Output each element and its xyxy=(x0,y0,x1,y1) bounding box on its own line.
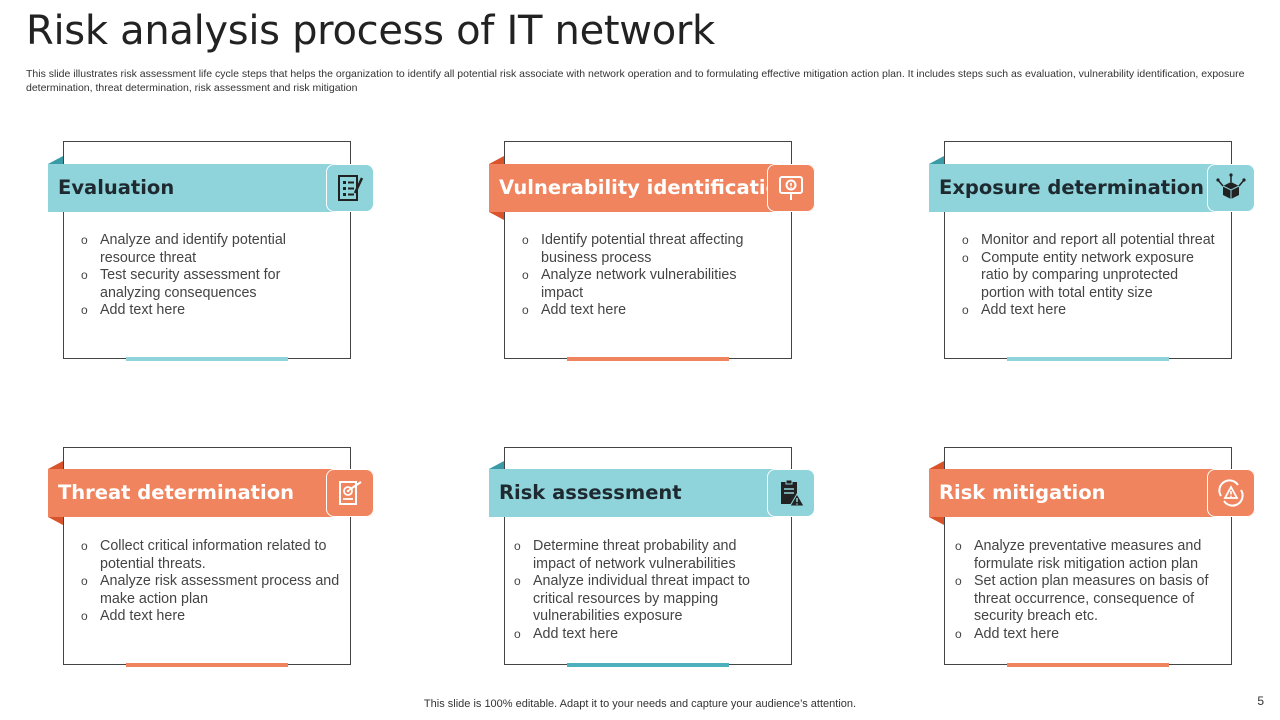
list-item: Determine threat probability and impact … xyxy=(514,538,782,573)
list-item: Analyze preventative measures and formul… xyxy=(955,538,1223,573)
risk-assessment-header: Risk assessment xyxy=(489,461,815,517)
slide-title: Risk analysis process of IT network xyxy=(26,8,715,54)
list-item: Set action plan measures on basis of thr… xyxy=(955,573,1223,626)
list-item: Analyze network vulnerabilities impact xyxy=(522,267,782,302)
evaluation-title: Evaluation xyxy=(58,176,175,199)
cube-network-icon xyxy=(1207,164,1255,212)
list-item: Analyze individual threat impact to crit… xyxy=(514,573,782,626)
band-fold xyxy=(929,156,944,164)
band-fold xyxy=(48,156,63,164)
card-accent-line xyxy=(567,663,729,667)
list-item: Add text here xyxy=(955,626,1223,644)
list-item: Identify potential threat affecting busi… xyxy=(522,232,782,267)
list-item: Compute entity network exposure ratio by… xyxy=(962,250,1224,303)
vulnerability-identification-title: Vulnerability identification xyxy=(499,176,793,199)
list-item: Add text here xyxy=(522,302,782,320)
list-item: Analyze risk assessment process and make… xyxy=(81,573,341,608)
vulnerability-identification-bullets: Identify potential threat affecting busi… xyxy=(522,232,782,320)
alert-sign-icon xyxy=(767,164,815,212)
evaluation-bullets: Analyze and identify potential resource … xyxy=(81,232,341,320)
list-item: Collect critical information related to … xyxy=(81,538,341,573)
exposure-determination-title: Exposure determination xyxy=(939,176,1205,199)
vulnerability-identification-header: Vulnerability identification xyxy=(489,156,815,220)
card-accent-line xyxy=(1007,357,1169,361)
warning-cycle-icon xyxy=(1207,469,1255,517)
band-fold xyxy=(489,461,504,469)
risk-assessment-title: Risk assessment xyxy=(499,481,682,504)
band-fold xyxy=(48,461,63,469)
threat-determination-title: Threat determination xyxy=(58,481,294,504)
card-accent-line xyxy=(126,357,288,361)
list-item: Add text here xyxy=(514,626,782,644)
slide-footer: This slide is 100% editable. Adapt it to… xyxy=(423,698,857,710)
list-item: Analyze and identify potential resource … xyxy=(81,232,341,267)
clipboard-warning-icon xyxy=(767,469,815,517)
risk-mitigation-title: Risk mitigation xyxy=(939,481,1106,504)
list-item: Monitor and report all potential threat xyxy=(962,232,1224,250)
checklist-icon xyxy=(326,164,374,212)
band-fold xyxy=(489,212,504,220)
list-item: Add text here xyxy=(962,302,1224,320)
card-accent-line xyxy=(126,663,288,667)
card-accent-line xyxy=(567,357,729,361)
risk-mitigation-header: Risk mitigation xyxy=(929,461,1255,525)
risk-assessment-bullets: Determine threat probability and impact … xyxy=(514,538,782,644)
slide-subtitle: This slide illustrates risk assessment l… xyxy=(26,68,1245,94)
band-fold xyxy=(48,517,63,525)
exposure-determination-header: Exposure determination xyxy=(929,156,1255,212)
threat-determination-bullets: Collect critical information related to … xyxy=(81,538,341,626)
page-number: 5 xyxy=(1257,694,1264,708)
threat-determination-header: Threat determination xyxy=(48,461,374,525)
target-document-icon xyxy=(326,469,374,517)
list-item: Test security assessment for analyzing c… xyxy=(81,267,341,302)
card-accent-line xyxy=(1007,663,1169,667)
band-fold xyxy=(489,156,504,164)
evaluation-header: Evaluation xyxy=(48,156,374,212)
band-fold xyxy=(929,517,944,525)
list-item: Add text here xyxy=(81,302,341,320)
band-fold xyxy=(929,461,944,469)
list-item: Add text here xyxy=(81,608,341,626)
risk-mitigation-bullets: Analyze preventative measures and formul… xyxy=(955,538,1223,644)
exposure-determination-bullets: Monitor and report all potential threat … xyxy=(962,232,1224,320)
